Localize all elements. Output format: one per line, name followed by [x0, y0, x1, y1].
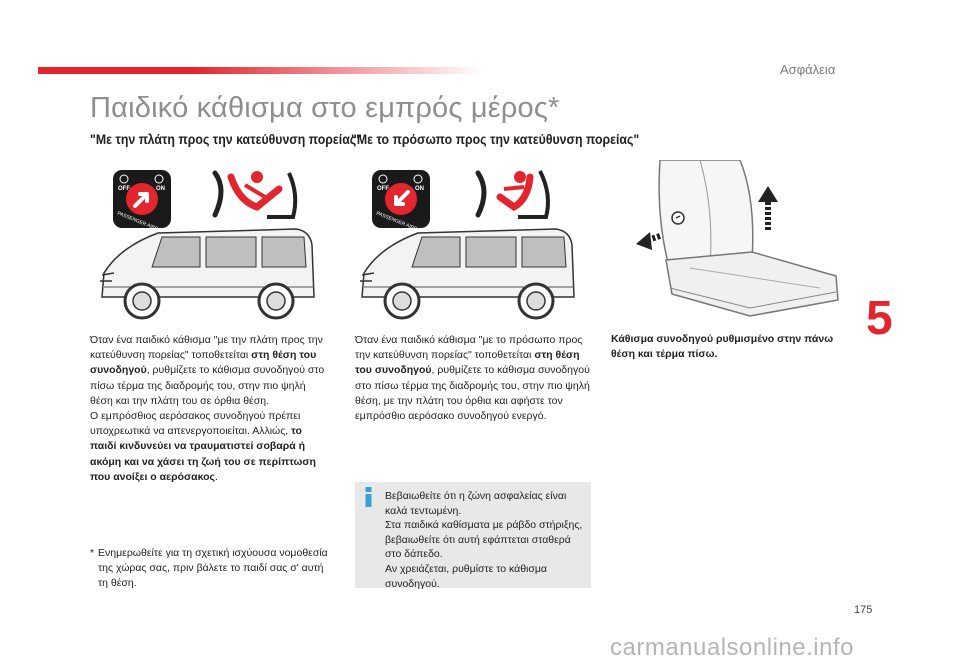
header-red-bar — [38, 67, 483, 74]
rear-facing-p2-end: . — [215, 470, 218, 483]
footnote-star: * — [90, 547, 95, 559]
footnote: * Ενημερωθείτε για τη σχετική ισχύουσα ν… — [90, 546, 330, 591]
van-illustration-middle — [360, 228, 575, 320]
van-illustration-left — [100, 228, 315, 320]
footnote-text: Ενημερωθείτε για τη σχετική ισχύουσα νομ… — [98, 547, 328, 589]
chapter-number: 5 — [866, 292, 893, 345]
rear-facing-p1-end: , ρυθμίζετε το κάθισμα συνοδηγού στο πίσ… — [90, 364, 325, 407]
passenger-seat-illustration — [636, 160, 839, 317]
forward-facing-child-seat-icon — [475, 170, 550, 219]
airbag-off-badge: OFF ON PASSENGER AIRBAG — [113, 170, 171, 235]
badge-off-text-2: OFF — [377, 186, 389, 192]
page-number: 175 — [854, 604, 873, 616]
badge-on-text: ON — [156, 186, 165, 192]
info-icon — [365, 487, 372, 507]
rear-facing-p1: Όταν ένα παιδικό κάθισμα "με την πλάτη π… — [90, 334, 323, 362]
forward-facing-p1-bold: στη θέση του συνοδηγού — [355, 349, 580, 377]
info-box — [355, 482, 591, 588]
airbag-on-icon: OFF ON PASSENGER AIRBAG — [375, 174, 425, 235]
section-name: Ασφάλεια — [780, 62, 836, 77]
info-text: Βεβαιωθείτε ότι η ζώνη ασφαλείας είναι κ… — [385, 490, 583, 590]
page-title: Παιδικό κάθισμα στο εμπρός μέρος* — [90, 92, 560, 124]
airbag-off-icon: OFF ON PASSENGER AIRBAG — [116, 174, 166, 235]
rear-facing-p1-bold: στη θέση του συνοδηγού — [90, 349, 317, 377]
badge-on-text-2: ON — [415, 186, 424, 192]
badge-off-text: OFF — [118, 186, 130, 192]
rear-facing-warning: το παιδί κινδυνεύει να τραυματιστεί σοβα… — [90, 425, 316, 483]
rear-facing-p2: Ο εμπρόσθιος αερόσακος συνοδηγού πρέπει … — [90, 410, 301, 438]
seat-caption: Κάθισμα συνοδηγού ρυθμισμένο στην πάνω θ… — [611, 333, 834, 360]
heading-forward-facing: "Με το πρόσωπο προς την κατεύθυνση πορεί… — [351, 131, 640, 147]
forward-facing-p1: Όταν ένα παιδικό κάθισμα "με το πρόσωπο … — [355, 334, 583, 362]
watermark: carmanualsonline.info — [610, 634, 854, 661]
rear-facing-child-seat-icon — [212, 170, 298, 219]
airbag-on-badge: OFF ON PASSENGER AIRBAG — [372, 170, 430, 235]
heading-rear-facing: "Με την πλάτη προς την κατεύθυνση πορεία… — [90, 131, 363, 147]
forward-facing-p1-end: , ρυθμίζετε το κάθισμα συνοδηγού στο πίσ… — [355, 364, 590, 423]
forward-facing-instructions: Όταν ένα παιδικό κάθισμα "με το πρόσωπο … — [355, 333, 591, 424]
rear-facing-instructions: Όταν ένα παιδικό κάθισμα "με την πλάτη π… — [90, 333, 330, 485]
